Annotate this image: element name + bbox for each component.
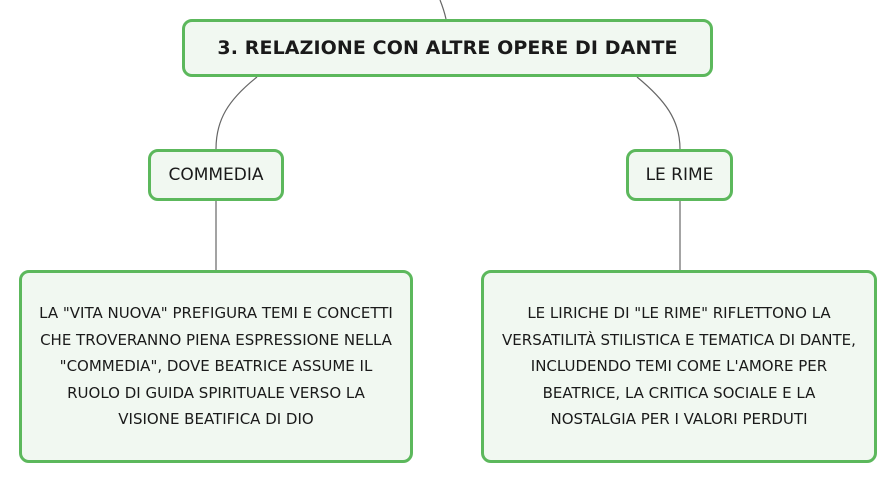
detail-node-commedia-text: LA "VITA NUOVA" PREFIGURA TEMI E CONCETT… bbox=[39, 304, 393, 429]
connector-root-to-rime bbox=[636, 76, 681, 150]
root-node[interactable]: 3. RELAZIONE CON ALTRE OPERE DI DANTE bbox=[182, 19, 713, 77]
detail-node-le-rime-text: LE LIRICHE DI "LE RIME" RIFLETTONO LA VE… bbox=[502, 304, 856, 429]
connector-root-to-commedia bbox=[215, 76, 258, 150]
branch-node-commedia[interactable]: COMMEDIA bbox=[148, 149, 284, 201]
root-node-label: 3. RELAZIONE CON ALTRE OPERE DI DANTE bbox=[217, 37, 678, 59]
branch-node-commedia-label: COMMEDIA bbox=[168, 165, 264, 185]
branch-node-le-rime-label: LE RIME bbox=[645, 165, 714, 185]
detail-node-le-rime[interactable]: LE LIRICHE DI "LE RIME" RIFLETTONO LA VE… bbox=[481, 270, 877, 463]
detail-node-commedia[interactable]: LA "VITA NUOVA" PREFIGURA TEMI E CONCETT… bbox=[19, 270, 413, 463]
branch-node-le-rime[interactable]: LE RIME bbox=[626, 149, 733, 201]
connector-parent-to-root bbox=[439, 0, 447, 20]
